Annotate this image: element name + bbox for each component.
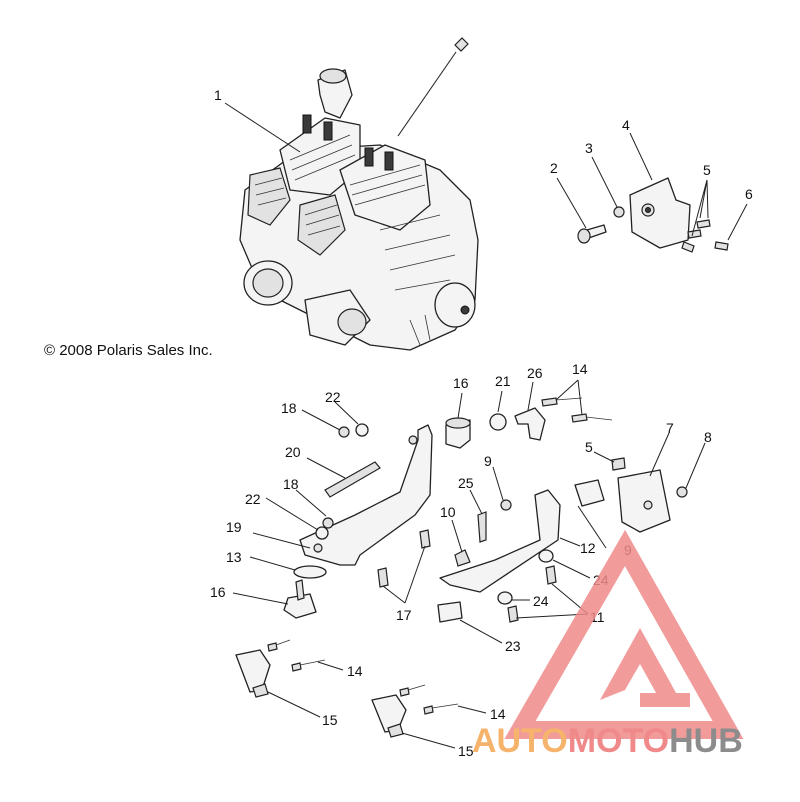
callout-14: 14 xyxy=(490,706,506,722)
callout-4: 4 xyxy=(622,117,630,133)
callout-21: 21 xyxy=(495,373,511,389)
leader-lines xyxy=(224,102,748,749)
callout-2: 2 xyxy=(550,160,558,176)
callout-5: 5 xyxy=(703,162,711,178)
callout-10: 10 xyxy=(440,504,456,520)
callout-8: 8 xyxy=(704,429,712,445)
callout-23: 23 xyxy=(505,638,521,654)
callout-3: 3 xyxy=(585,140,593,156)
watermark-auto: AUTO xyxy=(472,722,568,760)
callout-22: 22 xyxy=(325,389,341,405)
callout-17: 17 xyxy=(396,607,412,623)
callout-22: 22 xyxy=(245,491,261,507)
callout-12: 12 xyxy=(580,540,596,556)
watermark-hub: HUB xyxy=(669,722,743,760)
callout-15: 15 xyxy=(458,743,474,759)
callout-13: 13 xyxy=(226,549,242,565)
engine-assembly xyxy=(239,37,479,351)
callout-26: 26 xyxy=(527,365,543,381)
callout-16: 16 xyxy=(210,584,226,600)
copyright-notice: © 2008 Polaris Sales Inc. xyxy=(44,342,213,359)
watermark-moto: MOTO xyxy=(568,722,669,760)
callout-14: 14 xyxy=(347,663,363,679)
callout-18: 18 xyxy=(281,400,297,416)
callout-15: 15 xyxy=(322,712,338,728)
callout-25: 25 xyxy=(458,475,474,491)
callout-14: 14 xyxy=(572,361,588,377)
watermark-logo xyxy=(504,529,744,739)
callout-9: 9 xyxy=(484,453,492,469)
callout-6: 6 xyxy=(745,186,753,202)
callout-19: 19 xyxy=(226,519,242,535)
callout-5: 5 xyxy=(585,439,593,455)
callout-16: 16 xyxy=(453,375,469,391)
mount-plate-group xyxy=(577,177,729,253)
callout-20: 20 xyxy=(285,444,301,460)
callout-24: 24 xyxy=(533,593,549,609)
watermark-text: AUTOMOTOHUB xyxy=(472,722,743,760)
callout-7: 7 xyxy=(666,420,674,436)
callout-1: 1 xyxy=(214,87,222,103)
lower-brackets xyxy=(235,397,688,738)
callout-18: 18 xyxy=(283,476,299,492)
